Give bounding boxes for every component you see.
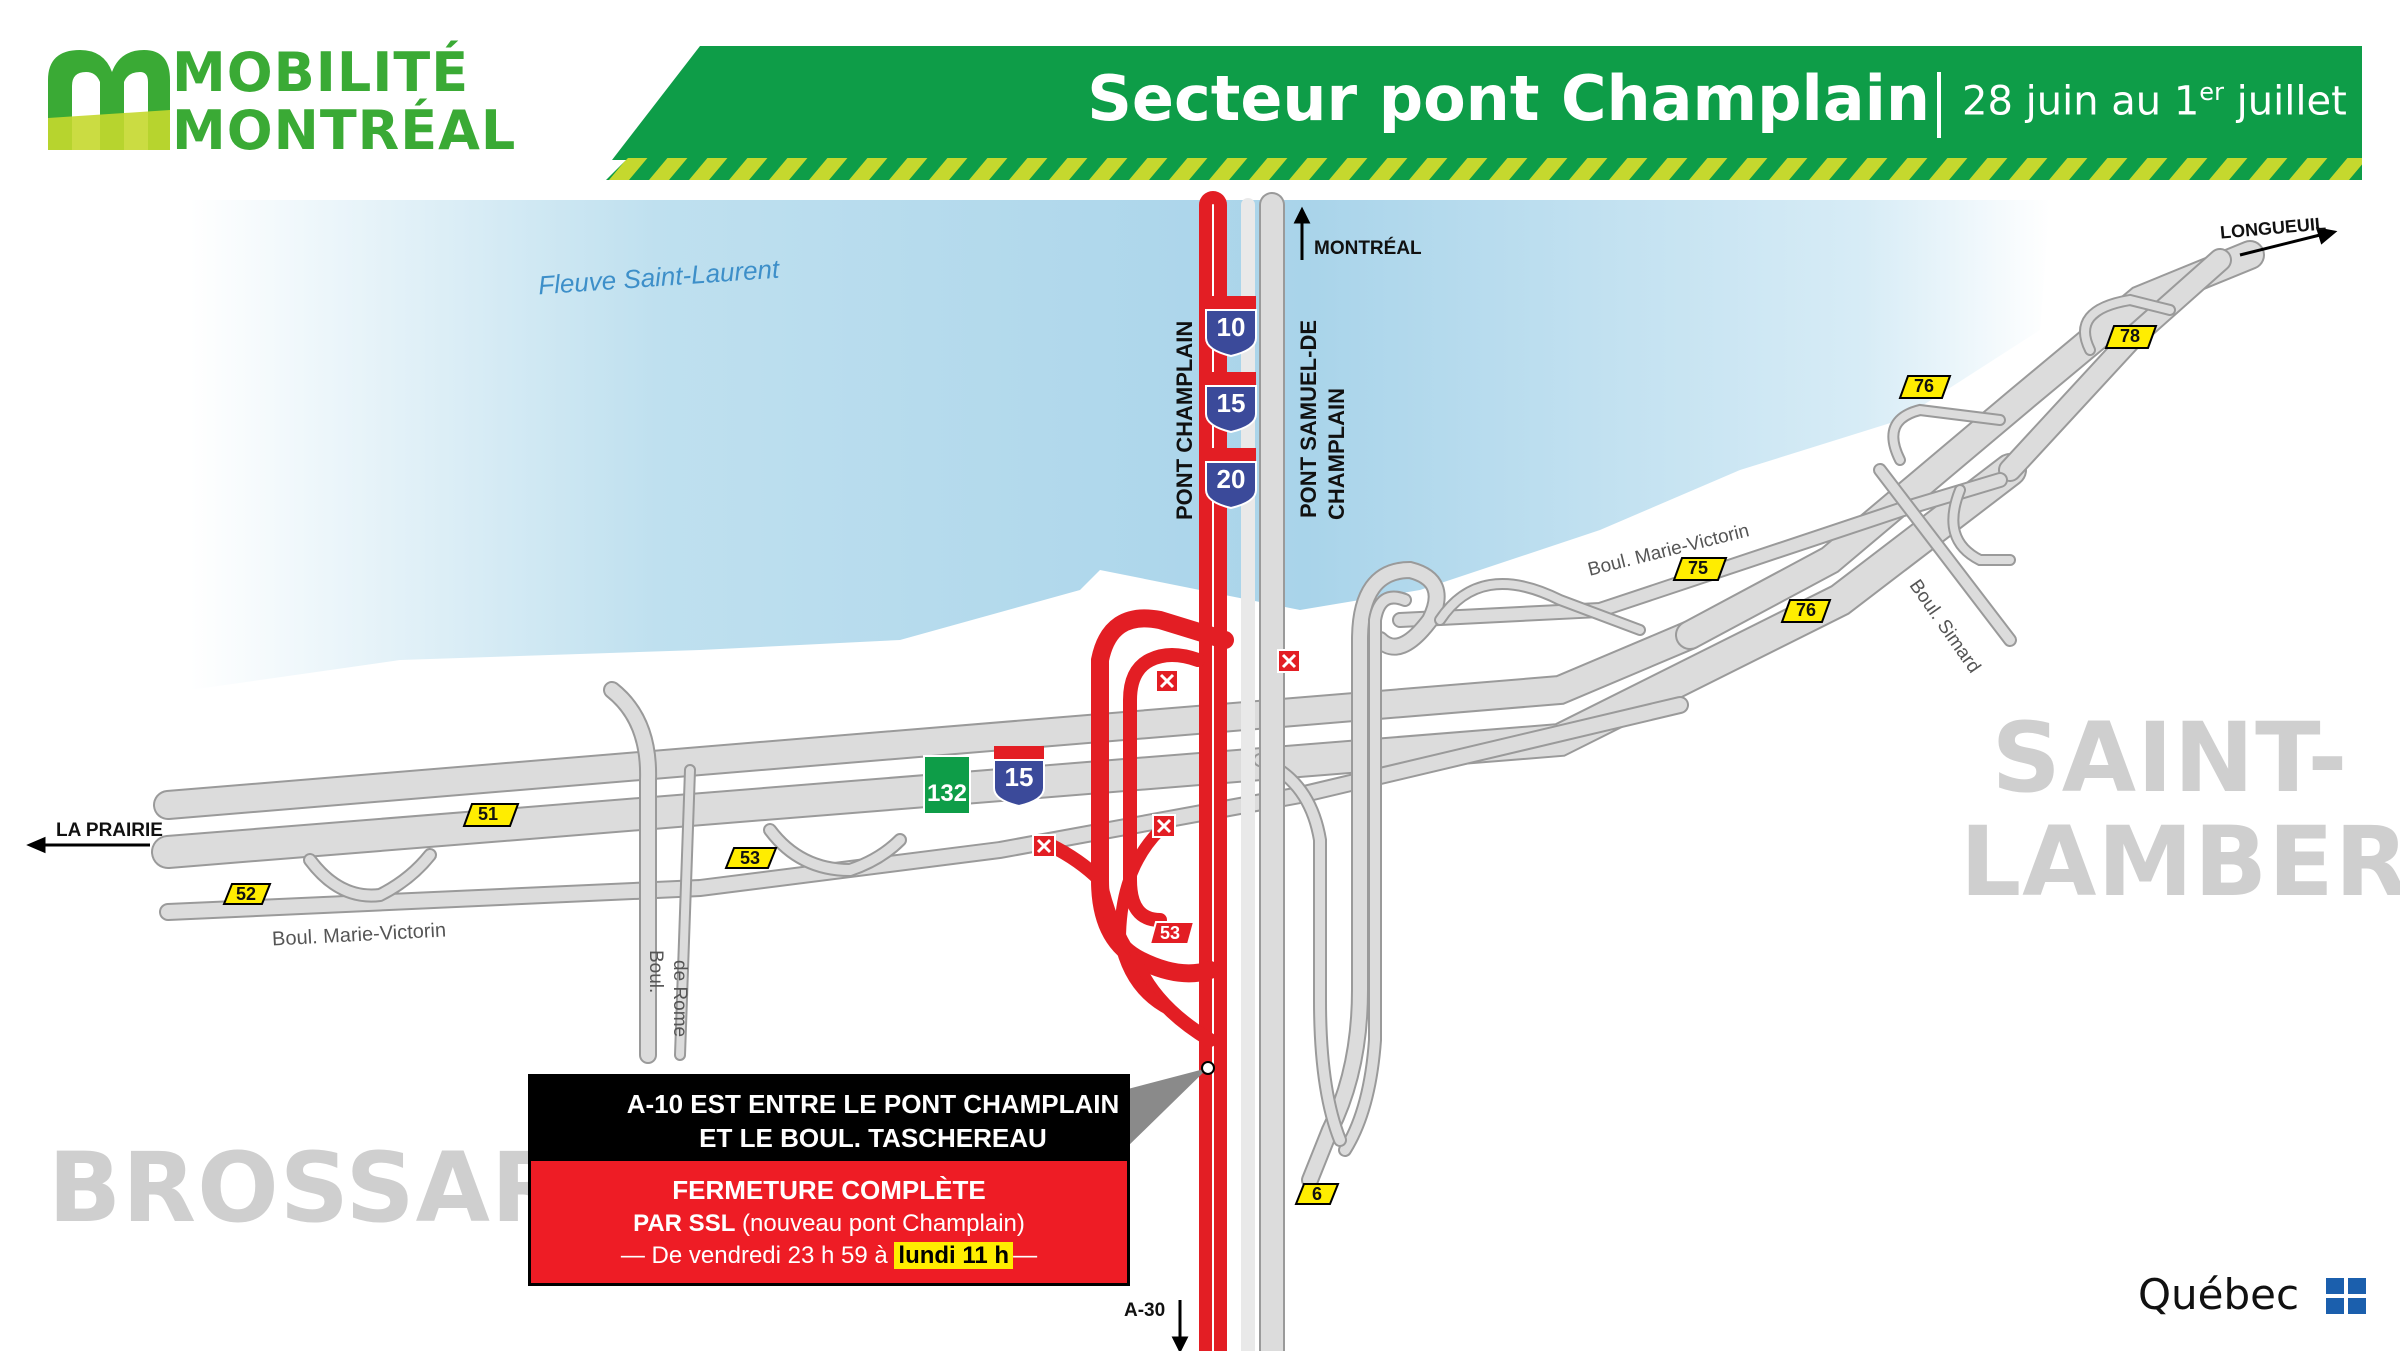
notice-closure-when: — De vendredi 23 h 59 à lundi 11 h— <box>531 1242 1127 1270</box>
date-range: 28 juin au 1er juillet <box>1962 78 2347 124</box>
notice-when-prefix: — De vendredi 23 h 59 à <box>620 1242 895 1269</box>
exit-76-north: 76 <box>1914 376 1935 396</box>
closure-notice: A-10 EST ENTRE LE PONT CHAMPLAIN ET LE B… <box>528 1074 1130 1286</box>
highway-shields <box>923 296 1257 815</box>
notice-when-highlight: lundi 11 h <box>894 1242 1014 1269</box>
city-saint-lambert-line1: SAINT- <box>1991 702 2349 814</box>
direction-laprairie: LA PRAIRIE <box>56 820 163 841</box>
exit-52: 52 <box>236 884 257 904</box>
logo-line1: MOBILITÉ <box>172 41 470 104</box>
street-de-rome-2: de Rome <box>669 960 690 1038</box>
shield-a15-number: 15 <box>1216 388 1246 418</box>
bridge-new-label-2: CHAMPLAIN <box>1324 388 1349 520</box>
shield-a10-number: 10 <box>1216 312 1246 342</box>
shield-a10-icon <box>1205 296 1257 358</box>
quebec-wordmark: Québec <box>2138 1270 2300 1319</box>
shield-r132-number: 132 <box>926 780 968 807</box>
shield-a15b-number: 15 <box>1004 762 1034 792</box>
exit-53: 53 <box>740 848 761 868</box>
notice-route-line2: ET LE BOUL. TASCHEREAU <box>699 1123 1047 1153</box>
notice-route-line1: A-10 EST ENTRE LE PONT CHAMPLAIN <box>626 1089 1120 1119</box>
date-main: 28 juin au 1 <box>1962 78 2200 125</box>
mobilite-montreal-logo-icon <box>48 50 170 150</box>
date-sup: er <box>2199 78 2224 106</box>
exit-78: 78 <box>2120 326 2141 346</box>
notice-pointer <box>1124 1068 1208 1150</box>
notice-closure: FERMETURE COMPLÈTE PAR SSL (nouveau pont… <box>531 1161 1127 1283</box>
closure-x-icon <box>1155 669 1179 693</box>
shield-a20-icon <box>1205 448 1257 510</box>
notice-by-detail: (nouveau pont Champlain) <box>735 1210 1025 1237</box>
date-end: juillet <box>2223 78 2347 125</box>
notice-closure-by: PAR SSL (nouveau pont Champlain) <box>531 1210 1127 1238</box>
closure-x-icon <box>1277 649 1301 673</box>
exit-tags <box>222 325 2158 1205</box>
arrow-longueuil-icon <box>2239 233 2321 257</box>
river-water <box>190 200 2050 690</box>
street-de-rome-1: Boul. <box>645 950 666 994</box>
direction-montreal: MONTRÉAL <box>1314 238 1422 259</box>
notice-when-suffix: — <box>1013 1242 1038 1269</box>
location-marker <box>1201 1061 1215 1075</box>
notice-closure-title: FERMETURE COMPLÈTE <box>672 1175 986 1205</box>
closure-x-markers <box>1032 649 1301 858</box>
shield-a20-number: 20 <box>1216 464 1246 494</box>
header-banner <box>612 46 2362 160</box>
notice-by: PAR SSL <box>633 1210 736 1237</box>
exit-76-south: 76 <box>1796 600 1817 620</box>
exit-6: 6 <box>1312 1184 1323 1204</box>
notice-route-text: A-10 EST ENTRE LE PONT CHAMPLAIN ET LE B… <box>623 1087 1123 1155</box>
city-saint-lambert: SAINT- LAMBERT <box>1960 702 2400 918</box>
shield-a15b-icon <box>993 746 1045 808</box>
closure-x-icon <box>1032 834 1056 858</box>
bridge-new-label-1: PONT SAMUEL-DE <box>1296 320 1321 518</box>
quebec-flag-icon <box>2326 1278 2366 1314</box>
exit-53-closed: 53 <box>1160 923 1181 943</box>
city-saint-lambert-line2: LAMBERT <box>1960 806 2400 918</box>
exit-51: 51 <box>478 804 499 824</box>
logo-text: MOBILITÉ MONTRÉAL <box>172 44 516 160</box>
exit-75: 75 <box>1688 558 1709 578</box>
bridge-old-label: PONT CHAMPLAIN <box>1172 320 1197 520</box>
header-stripes <box>606 158 2362 180</box>
shield-r132-icon <box>923 755 971 815</box>
logo-line2: MONTRÉAL <box>172 99 517 162</box>
direction-arrows <box>26 206 2338 1351</box>
direction-a30: A-30 <box>1124 1300 1166 1321</box>
page-title: Secteur pont Champlain <box>1087 62 1930 135</box>
closure-x-icon <box>1152 814 1176 838</box>
title-separator <box>1937 72 1941 138</box>
notice-route: A-10 EST ENTRE LE PONT CHAMPLAIN ET LE B… <box>531 1077 1127 1161</box>
shield-a15-icon <box>1205 372 1257 434</box>
